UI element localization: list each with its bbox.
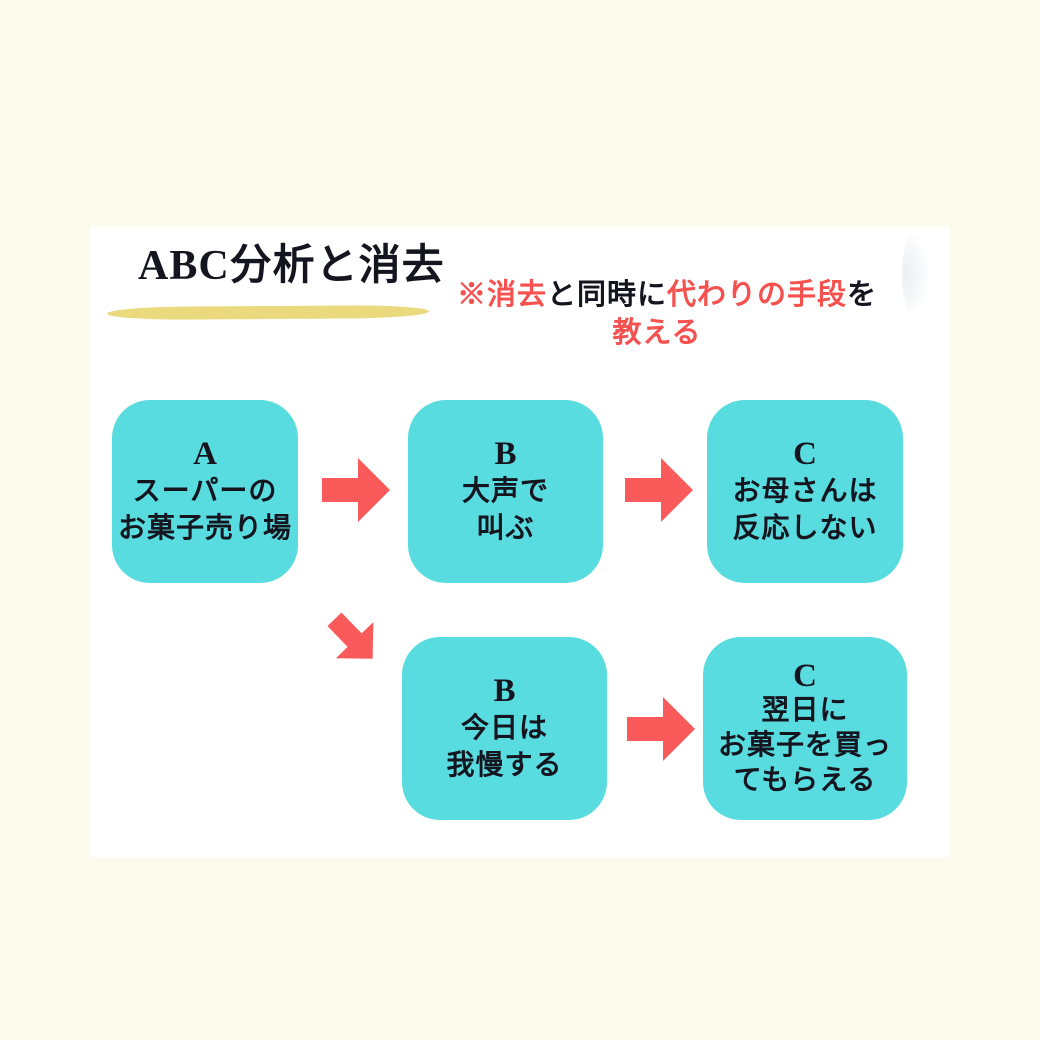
flow-box-consequence-reward: C 翌日に お菓子を買っ てもらえる — [703, 637, 907, 820]
box-text-line: お菓子売り場 — [117, 513, 292, 544]
page-title: ABC分析と消去 — [138, 243, 445, 289]
box-text-line: お母さんは — [732, 476, 878, 507]
arrow-diagonal-down-icon — [316, 601, 392, 677]
page-curl-shadow — [902, 232, 928, 316]
box-text-line: スーパーの — [132, 476, 278, 507]
box-text-line: お菓子を買っ — [717, 730, 892, 761]
slide-panel: ABC分析と消去 ※消去と同時に代わりの手段を 教える A スーパーの お菓子売… — [90, 227, 950, 857]
flow-box-antecedent: A スーパーの お菓子売り場 — [112, 400, 298, 583]
note-segment-extinction: ※消去 — [457, 279, 548, 311]
box-letter: B — [493, 673, 516, 709]
box-text-line: 反応しない — [732, 513, 878, 544]
arrow-a-to-b-icon — [322, 458, 390, 522]
box-letter: C — [793, 658, 817, 694]
box-text-line: 今日は — [460, 713, 548, 744]
box-text-line: 我慢する — [446, 750, 563, 781]
box-letter: B — [494, 436, 517, 472]
note-segment-simultaneously: と同時に — [547, 279, 668, 311]
box-text-line: てもらえる — [733, 765, 877, 796]
annotation-line-1: ※消去と同時に代わりの手段を — [457, 276, 876, 314]
box-text-line: 翌日に — [761, 695, 849, 726]
flow-box-consequence-no-reaction: C お母さんは 反応しない — [707, 400, 903, 583]
flow-box-behavior-wait: B 今日は 我慢する — [402, 637, 607, 820]
flow-box-behavior-shout: B 大声で 叫ぶ — [408, 400, 603, 583]
box-letter: A — [193, 436, 217, 472]
box-letter: C — [793, 436, 817, 472]
box-text-line: 叫ぶ — [476, 513, 535, 544]
annotation-note: ※消去と同時に代わりの手段を 教える — [457, 276, 876, 352]
note-segment-particle: を — [847, 279, 878, 311]
box-text-line: 大声で — [461, 476, 549, 507]
arrow-b2-to-c2-icon — [627, 697, 695, 761]
note-segment-alternative-means: 代わりの手段 — [667, 279, 848, 311]
annotation-line-2: 教える — [612, 317, 702, 349]
arrow-b-to-c-icon — [625, 458, 693, 522]
title-underline — [106, 304, 430, 321]
